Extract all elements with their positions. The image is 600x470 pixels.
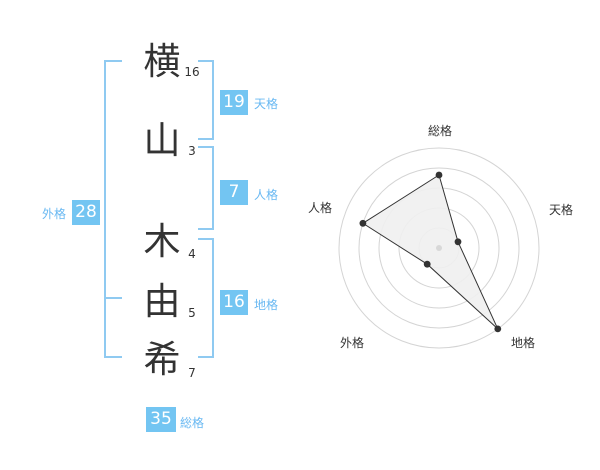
radar-point-jinkaku [359, 219, 367, 227]
outer-left-divider [104, 297, 122, 299]
name-character-3: 木 [143, 220, 181, 263]
stroke-count-5: 7 [188, 366, 196, 380]
jinkaku-label: 人格 [254, 188, 279, 202]
soukaku-badge: 35 [146, 407, 176, 432]
radar-ring-4 [358, 167, 520, 329]
outer-left-bracket [104, 60, 122, 358]
radar-center-dot [436, 245, 442, 251]
tenkaku-bracket [198, 60, 214, 140]
chikaku-badge: 16 [220, 290, 248, 315]
radar-ring-5 [338, 147, 540, 349]
radar-point-tenkaku [454, 238, 462, 246]
name-character-1: 横 [143, 40, 181, 83]
radar-score-polygon [361, 174, 499, 330]
gaikaku-label: 外格 [42, 207, 67, 221]
radar-point-soukaku [435, 171, 443, 179]
radar-label-soukaku: 総格 [428, 124, 453, 138]
stroke-count-1: 16 [184, 65, 200, 79]
soukaku-label: 総格 [180, 416, 205, 430]
chikaku-label: 地格 [254, 298, 279, 312]
name-character-4: 由 [143, 280, 181, 323]
radar-label-gaikaku: 外格 [340, 336, 365, 350]
name-character-5: 希 [143, 338, 181, 381]
radar-point-gaikaku [423, 260, 431, 268]
radar-label-jinkaku: 人格 [308, 201, 333, 215]
chikaku-bracket [198, 238, 214, 358]
name-character-2: 山 [143, 119, 181, 162]
stroke-count-3: 4 [188, 247, 196, 261]
gaikaku-badge: 28 [72, 200, 100, 225]
tenkaku-badge: 19 [220, 90, 248, 115]
jinkaku-badge: 7 [220, 180, 248, 205]
tenkaku-label: 天格 [254, 97, 279, 111]
radar-label-chikaku: 地格 [511, 336, 536, 350]
radar-label-tenkaku: 天格 [549, 203, 574, 217]
radar-point-chikaku [494, 325, 502, 333]
stroke-count-2: 3 [188, 144, 196, 158]
radar-score-points [359, 171, 502, 333]
jinkaku-bracket [198, 146, 214, 230]
stroke-count-4: 5 [188, 306, 196, 320]
